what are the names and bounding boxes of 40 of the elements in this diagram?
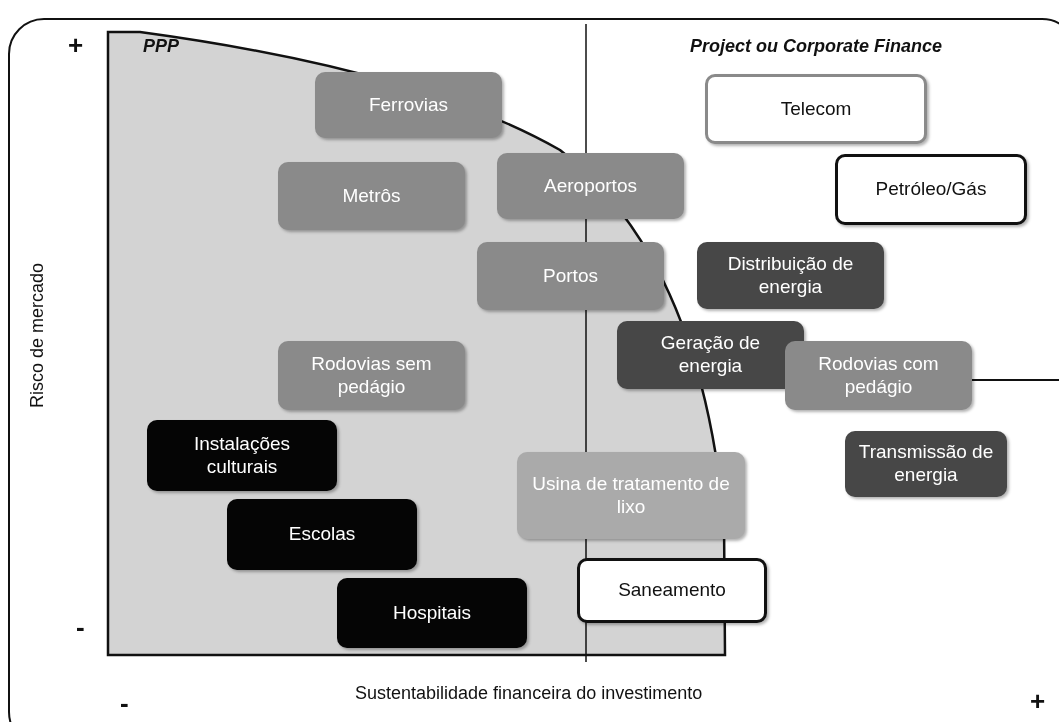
category-label: Instalações culturais bbox=[192, 432, 292, 479]
category-box bbox=[278, 162, 465, 230]
category-box bbox=[617, 321, 804, 389]
category-box bbox=[278, 341, 465, 410]
quadrant-title: PPP bbox=[143, 36, 180, 57]
category-label: Petróleo/Gás bbox=[875, 178, 987, 201]
category-label: Ferrovias bbox=[368, 93, 449, 117]
category-label: Distribuição de energia bbox=[726, 252, 855, 299]
category-box bbox=[497, 153, 684, 219]
category-box bbox=[705, 74, 927, 144]
category-box bbox=[227, 499, 417, 570]
category-box bbox=[517, 452, 745, 539]
category-label: Portos bbox=[543, 264, 598, 288]
category-box bbox=[315, 72, 502, 138]
category-label: Metrôs bbox=[342, 184, 401, 208]
category-box bbox=[845, 431, 1007, 497]
category-label: Geração de energia bbox=[659, 332, 762, 378]
category-box bbox=[785, 341, 972, 410]
category-box bbox=[337, 578, 527, 648]
category-label: Usina de tratamento de lixo bbox=[531, 472, 731, 519]
category-label: Rodovias sem pedágio bbox=[310, 352, 433, 399]
quadrant-title: Project ou Corporate Finance bbox=[690, 36, 943, 57]
category-box bbox=[577, 558, 767, 623]
axis-sign: - bbox=[76, 612, 85, 643]
category-label: Telecom bbox=[780, 97, 852, 121]
category-box bbox=[835, 154, 1027, 225]
category-label: Rodovias com pedágio bbox=[817, 352, 940, 399]
axis-title: Risco de mercado bbox=[27, 262, 49, 409]
category-label: Transmissão de energia bbox=[857, 441, 995, 487]
category-label: Aeroportos bbox=[544, 174, 637, 198]
category-box bbox=[477, 242, 664, 310]
category-label: Escolas bbox=[288, 523, 356, 546]
axis-title: Sustentabilidade financeira do investimento bbox=[355, 683, 703, 704]
category-label: Hospitais bbox=[392, 601, 472, 625]
axis-sign: + bbox=[1030, 686, 1046, 717]
axis-sign: - bbox=[120, 688, 129, 719]
category-box bbox=[147, 420, 337, 491]
category-box bbox=[697, 242, 884, 309]
axis-sign: + bbox=[68, 30, 84, 61]
category-label: Saneamento bbox=[618, 579, 726, 602]
